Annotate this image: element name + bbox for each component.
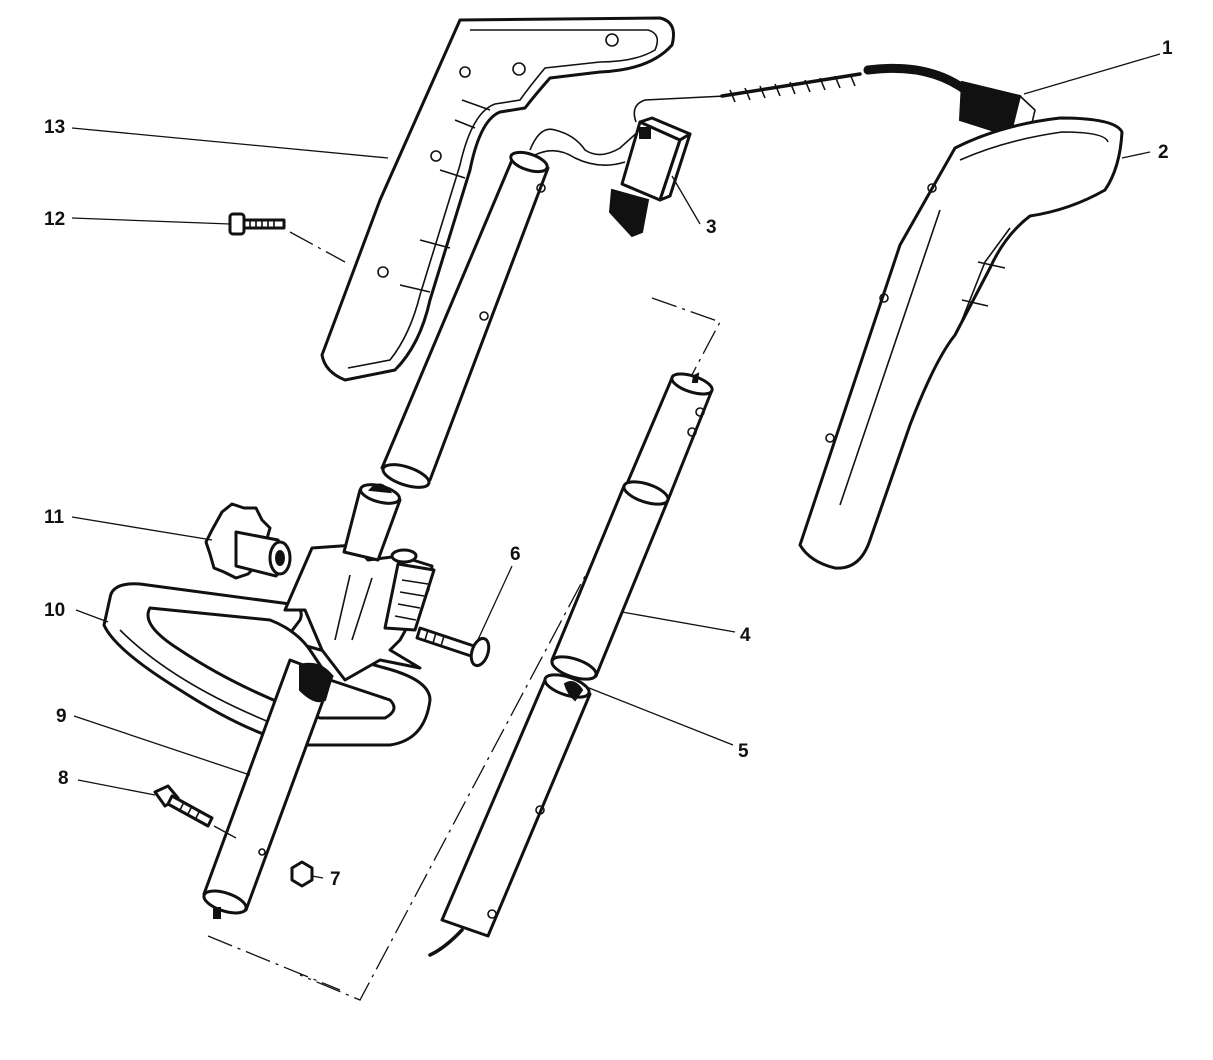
callout-9: 9 — [56, 706, 67, 727]
cord-1 — [720, 63, 1036, 141]
callout-3: 3 — [706, 217, 717, 238]
knob-11 — [204, 502, 292, 580]
callout-11: 11 — [44, 507, 65, 528]
callout-12: 12 — [44, 209, 65, 230]
handle-half-right — [798, 116, 1124, 570]
handle-half-left — [320, 16, 675, 382]
callout-5: 5 — [738, 741, 749, 762]
tube-5 — [428, 673, 592, 957]
leader-lines — [71, 53, 1161, 879]
switch-3 — [608, 116, 692, 238]
callout-1: 1 — [1162, 38, 1173, 59]
tube-4 — [550, 372, 714, 681]
axis-line-bolt-8 — [213, 825, 237, 839]
callout-4: 4 — [740, 625, 751, 646]
callout-10: 10 — [44, 600, 65, 621]
bolt-8 — [153, 784, 214, 828]
callout-8: 8 — [58, 768, 69, 789]
switch-wire-c — [633, 95, 726, 123]
clamp-bracket — [283, 483, 436, 682]
callout-6: 6 — [510, 544, 521, 565]
stem-9 — [202, 658, 334, 919]
upper-tube — [380, 150, 550, 489]
switch-wire-b — [534, 149, 626, 166]
callout-2: 2 — [1158, 142, 1169, 163]
callout-7: 7 — [330, 869, 341, 890]
callout-13: 13 — [44, 117, 65, 138]
nut-7 — [290, 860, 314, 888]
assembly-axis-line-lower — [207, 935, 341, 991]
screw-12 — [228, 212, 286, 236]
assembly-axis-line — [299, 297, 721, 1001]
bolt-6 — [415, 626, 491, 668]
switch-wire-a — [529, 128, 641, 156]
axis-line-screw-12 — [289, 231, 346, 263]
